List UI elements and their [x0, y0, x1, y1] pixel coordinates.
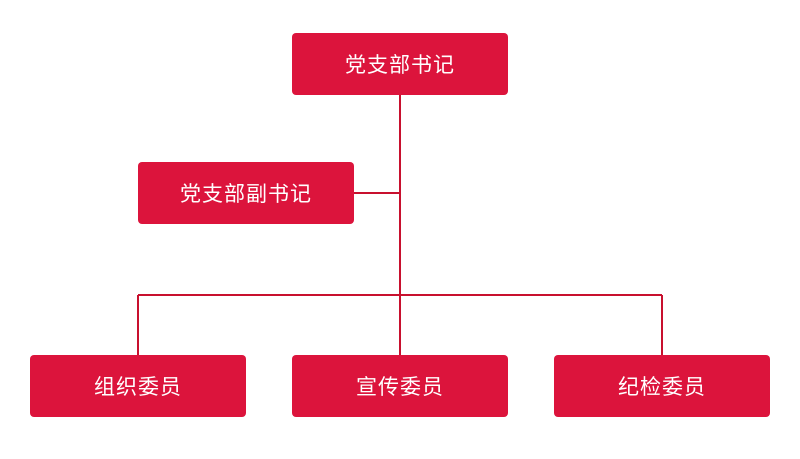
organization-member-node: 组织委员 — [30, 355, 246, 417]
secretary-label: 党支部书记 — [345, 53, 455, 77]
secretary-node: 党支部书记 — [292, 33, 508, 95]
deputy-secretary-node: 党支部副书记 — [138, 162, 354, 224]
organization-member-label: 组织委员 — [94, 375, 182, 399]
propaganda-member-node: 宣传委员 — [292, 355, 508, 417]
discipline-member-label: 纪检委员 — [618, 375, 706, 399]
propaganda-member-label: 宣传委员 — [356, 375, 444, 399]
discipline-member-node: 纪检委员 — [554, 355, 770, 417]
deputy-secretary-label: 党支部副书记 — [180, 182, 312, 206]
